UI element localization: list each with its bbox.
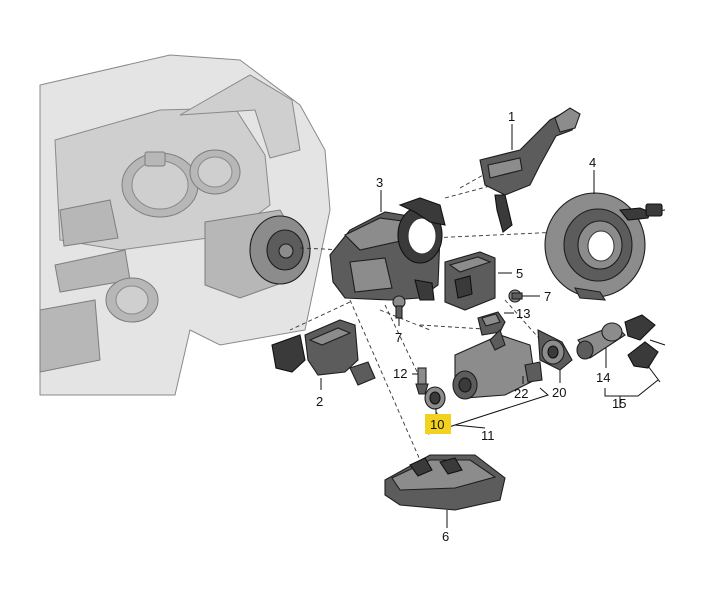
callout-15: 15 (612, 396, 626, 411)
callout-11: 11 (481, 428, 495, 443)
callout-22: 22 (514, 386, 528, 401)
callout-7-right: 7 (544, 289, 551, 304)
callout-20: 20 (552, 385, 566, 400)
part-20-trim-ring (537, 329, 573, 371)
callout-14: 14 (596, 370, 610, 385)
part-2-turn-signal-lever (271, 319, 376, 386)
callout-4: 4 (589, 155, 596, 170)
part-1-wiper-lever (479, 107, 581, 233)
callout-1: 1 (508, 109, 515, 124)
highlight-box-10 (425, 414, 451, 434)
part-14-cylinder (576, 322, 626, 360)
callout-3: 3 (376, 175, 383, 190)
part-6-control-unit (384, 454, 506, 511)
callout-7-left: 7 (395, 330, 402, 345)
callout-10: 10 (430, 417, 444, 432)
part-5-control-module (444, 251, 496, 311)
part-13-clip (477, 311, 506, 336)
callout-13: 13 (516, 306, 530, 321)
part-15-keys (624, 314, 666, 383)
part-12-bolt (415, 367, 429, 395)
part-3-switch-housing (329, 197, 446, 301)
callout-12: 12 (393, 366, 407, 381)
part-4-clock-spring (544, 192, 666, 301)
callout-6: 6 (442, 529, 449, 544)
callout-2: 2 (316, 394, 323, 409)
part-10-lock-cylinder (424, 386, 446, 410)
dashboard-illustration (39, 54, 331, 396)
callout-labels: 1 4 3 5 7 13 7 12 2 14 20 22 15 10 11 6 (316, 109, 626, 544)
callout-5: 5 (516, 266, 523, 281)
part-22-lock-housing (452, 328, 543, 400)
